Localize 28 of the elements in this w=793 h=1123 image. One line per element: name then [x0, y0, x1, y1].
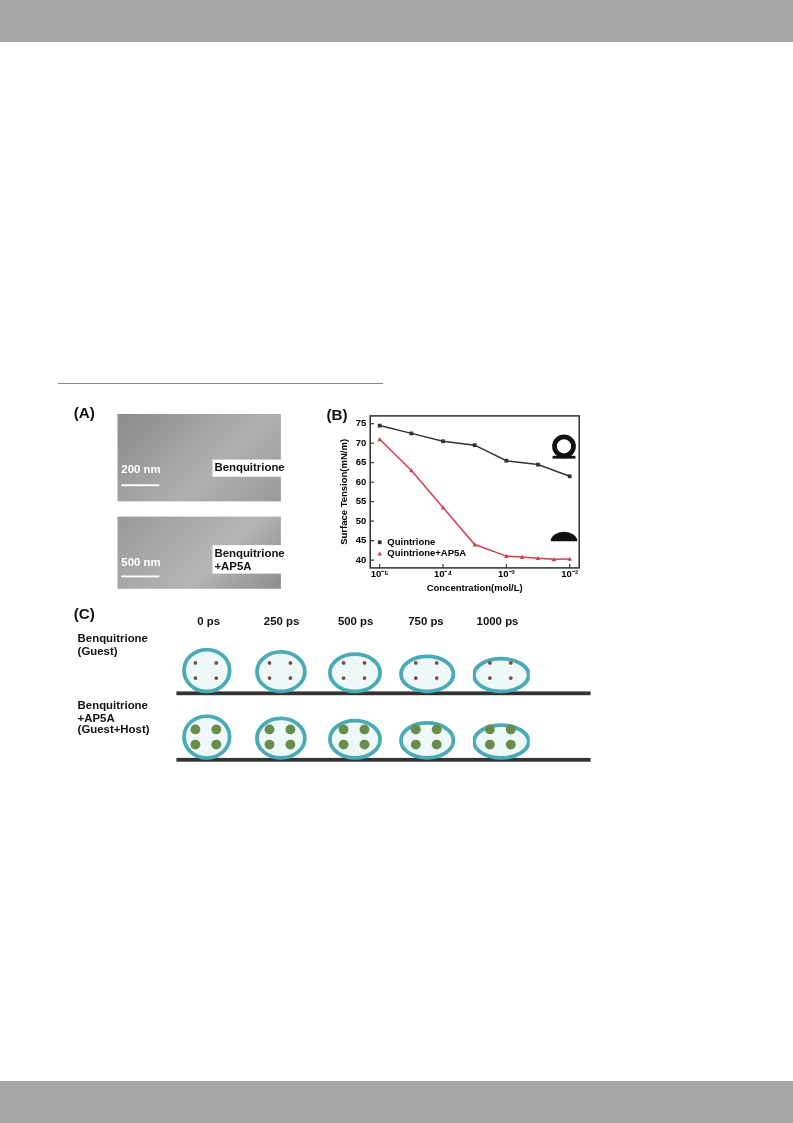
tick-label: 10⁻⁵	[370, 568, 389, 580]
tick-label: 10⁻³	[498, 568, 515, 580]
panel-label: (A)	[73, 406, 95, 424]
tick-label: 10⁻⁴	[433, 568, 453, 580]
legend-label: Quintrione+AP5A	[387, 547, 467, 559]
row-label: Benquitrione (Guest)	[77, 632, 149, 658]
tick-label: 10⁻²	[561, 568, 579, 580]
tick-label: 55	[355, 495, 367, 507]
axis-title: Surface Tension(mN/m)	[338, 438, 350, 545]
time-label: 0 ps	[197, 615, 221, 628]
tick-label: 45	[355, 534, 367, 546]
tick-label: 50	[355, 514, 367, 526]
legend-label: Quintrione	[387, 536, 436, 548]
panel-label: (C)	[73, 607, 95, 625]
time-label: 1000 ps	[476, 615, 519, 628]
scale-label: 500 nm	[121, 556, 161, 570]
time-label: 500 ps	[337, 615, 374, 628]
tick-label: 65	[355, 456, 367, 468]
axis-title: Concentration(mol/L)	[426, 581, 523, 593]
tick-label: 70	[355, 436, 367, 448]
row-label: Benquitrione +AP5A (Guest+Host)	[77, 699, 151, 737]
time-label: 750 ps	[408, 615, 444, 628]
tick-label: 60	[355, 475, 367, 487]
scale-label: 200 nm	[121, 463, 161, 476]
tick-label: 75	[355, 417, 367, 429]
time-label: 250 ps	[263, 615, 300, 628]
panel-label: (B)	[326, 408, 348, 425]
tick-label: 40	[355, 553, 367, 565]
